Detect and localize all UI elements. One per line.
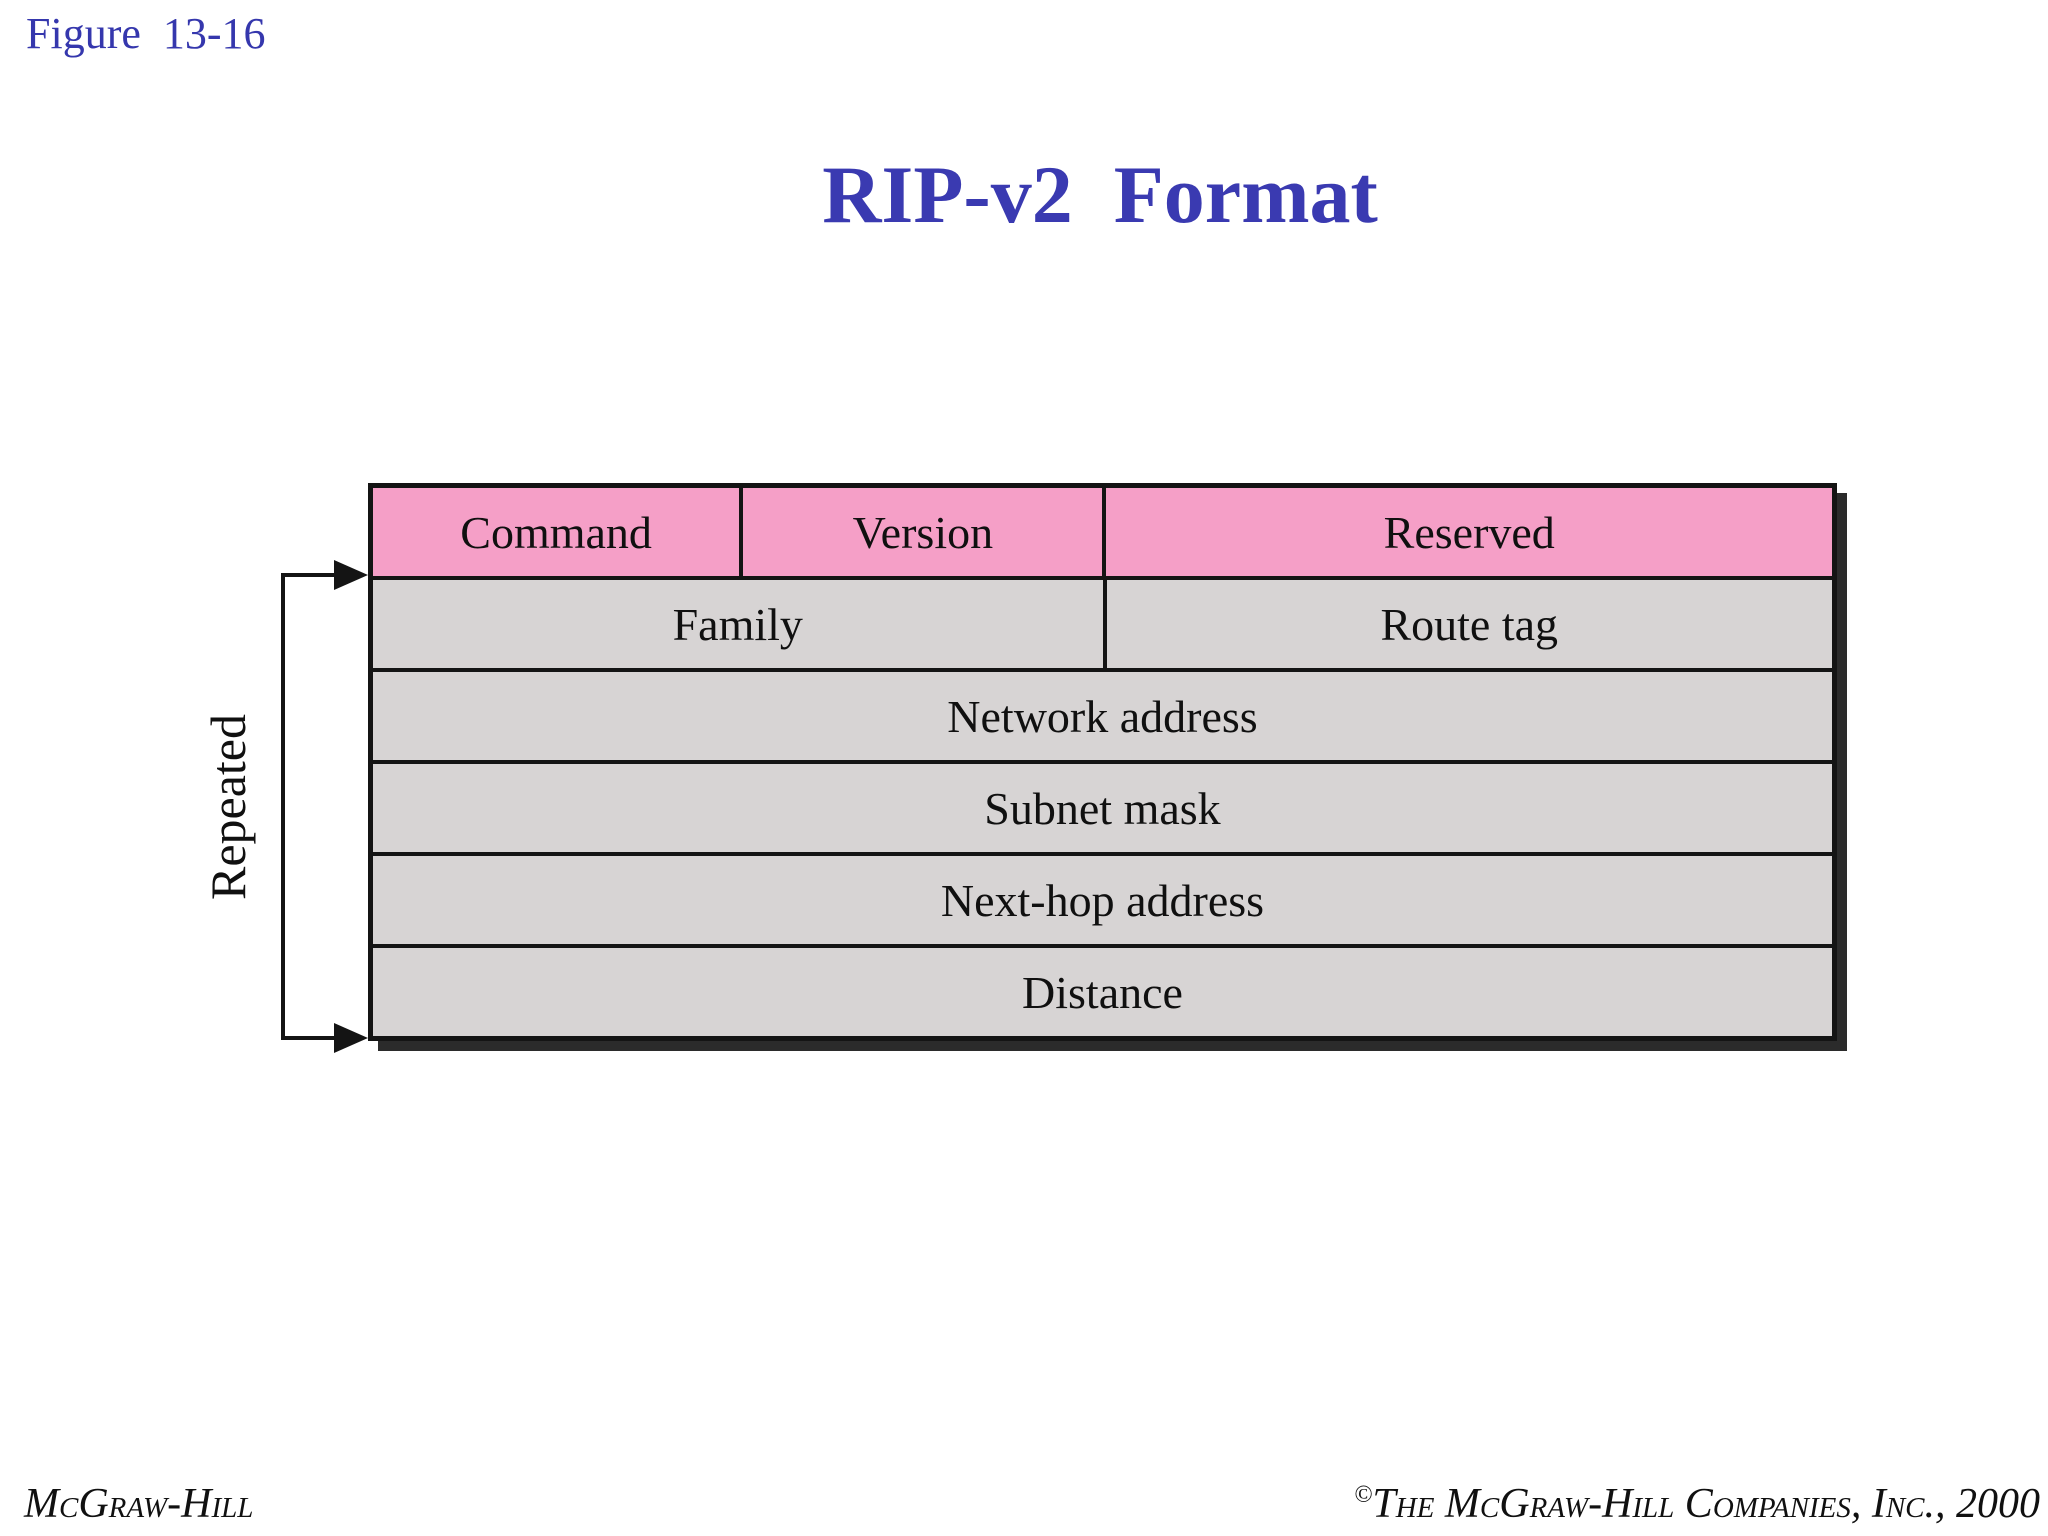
table-row-distance: Distance <box>373 944 1832 1036</box>
copyright-text: The McGraw-Hill Companies, Inc., 2000 <box>1372 1481 2040 1527</box>
page-title: RIP-v2 Format <box>822 149 1378 240</box>
table-row-family: Family Route tag <box>373 576 1832 668</box>
field-route-tag: Route tag <box>1102 580 1832 668</box>
table-row-network-address: Network address <box>373 668 1832 760</box>
field-network-address: Network address <box>373 672 1832 760</box>
field-command: Command <box>373 488 740 576</box>
table-row-header: Command Version Reserved <box>373 488 1832 576</box>
field-version: Version <box>739 488 1103 576</box>
repeat-arrow-top-icon <box>334 560 368 590</box>
repeat-arrow-bottom-line <box>281 1036 345 1040</box>
field-family: Family <box>373 580 1103 668</box>
repeated-label: Repeated <box>200 714 256 901</box>
field-subnet-mask: Subnet mask <box>373 764 1832 852</box>
repeat-bracket-line <box>281 573 285 1040</box>
repeat-arrow-bottom-icon <box>334 1023 368 1053</box>
field-distance: Distance <box>373 948 1832 1036</box>
field-next-hop-address: Next-hop address <box>373 856 1832 944</box>
copyright-icon: © <box>1354 1482 1373 1508</box>
repeat-arrow-top-line <box>281 573 345 577</box>
table-row-subnet-mask: Subnet mask <box>373 760 1832 852</box>
copyright-notice: ©The McGraw-Hill Companies, Inc., 2000 <box>1354 1480 2040 1528</box>
publisher-name: McGraw-Hill <box>24 1481 254 1527</box>
field-reserved: Reserved <box>1102 488 1832 576</box>
figure-label: Figure 13-16 <box>26 9 266 58</box>
packet-format-table: Command Version Reserved Family Route ta… <box>368 483 1837 1041</box>
table-row-next-hop: Next-hop address <box>373 852 1832 944</box>
